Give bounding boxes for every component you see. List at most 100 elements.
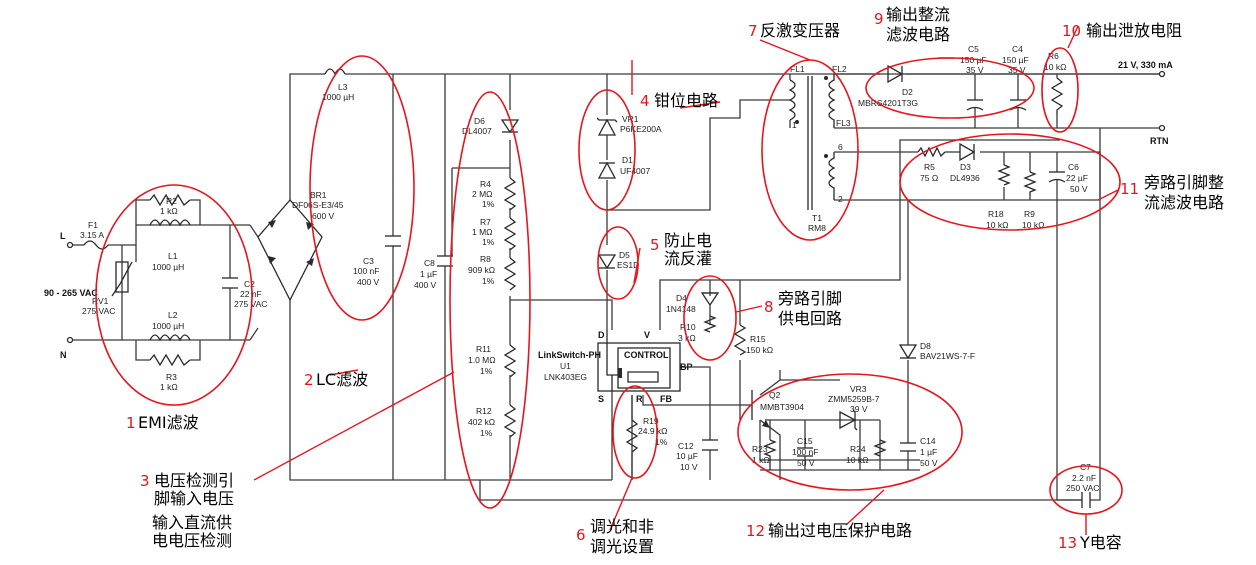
- label-r18-value: 10 kΩ: [986, 220, 1008, 230]
- annotation-3-extra2: 电电压检测: [152, 531, 232, 550]
- varistor-rv1: [111, 261, 133, 297]
- label-r24-ref: R24: [850, 444, 866, 454]
- label-rv1-ref: RV1: [92, 296, 109, 306]
- label-vr3-part: ZMM5259B-7: [828, 394, 880, 404]
- terminal-rtn: [1158, 124, 1166, 132]
- label-br1-voltage: 600 V: [312, 211, 335, 221]
- pin-r: R: [636, 394, 643, 404]
- oval-ovp: [737, 373, 963, 491]
- label-c8-voltage: 400 V: [414, 280, 437, 290]
- inductor-l2: [149, 334, 191, 342]
- label-t1-part: RM8: [808, 223, 826, 233]
- label-c12-ref: C12: [678, 441, 694, 451]
- label-r9-value: 10 kΩ: [1022, 220, 1044, 230]
- label-c5-value: 150 µF: [960, 55, 987, 65]
- annotation-3-extra1: 输入直流供: [152, 513, 232, 532]
- label-r15-value: 150 kΩ: [746, 345, 773, 355]
- pin-bp: BP: [680, 362, 693, 372]
- terminal-output-label: 21 V, 330 mA: [1118, 60, 1173, 70]
- label-d5-ref: D5: [619, 250, 630, 260]
- resistor-r8: [503, 257, 517, 291]
- ic-u1: [597, 330, 681, 392]
- oval-output-rectifier: [865, 57, 1035, 119]
- terminal-rtn-label: RTN: [1150, 136, 1169, 146]
- label-u1-part: LNK403EG: [544, 372, 587, 382]
- label-l3-value: 1000 µH: [322, 92, 354, 102]
- label-r19-tol: 1%: [655, 437, 668, 447]
- label-r6-value: 10 kΩ: [1044, 62, 1066, 72]
- annotation-4-number: 4: [640, 92, 650, 110]
- label-d6-ref: D6: [474, 116, 485, 126]
- label-t1-ref: T1: [812, 213, 822, 223]
- annotation-5-text: 防止电: [664, 231, 712, 250]
- oval-clamp: [578, 89, 636, 211]
- annotation-7-text: 反激变压器: [760, 21, 840, 40]
- label-l3-ref: L3: [338, 82, 348, 92]
- label-d6-part: DL4007: [462, 126, 492, 136]
- annotation-2-text: LC滤波: [316, 370, 368, 389]
- capacitor-c6: [1048, 171, 1066, 183]
- label-d1-part: UF4007: [620, 166, 651, 176]
- resistor-r4: [503, 177, 517, 211]
- label-r15-ref: R15: [750, 334, 766, 344]
- label-u1-ref: U1: [560, 361, 571, 371]
- label-c4-value: 150 µF: [1002, 55, 1029, 65]
- wiring: [72, 73, 1160, 501]
- pin-s: S: [598, 394, 604, 404]
- annotation-7-number: 7: [748, 22, 758, 40]
- resistor-r9: [997, 164, 1011, 186]
- label-d3-part: DL4936: [950, 173, 980, 183]
- capacitor-c5: [966, 99, 984, 111]
- label-r2-value: 1 kΩ: [160, 206, 178, 216]
- annotation-10-number: 10: [1062, 22, 1081, 40]
- terminal-l: [66, 241, 74, 249]
- annotation-12-text: 输出过电压保护电路: [768, 521, 912, 540]
- annotation-11-text2: 流滤波电路: [1144, 193, 1224, 212]
- annotation-9-text2: 滤波电路: [886, 25, 950, 44]
- label-f1-ref: F1: [88, 220, 98, 230]
- capacitor-c14: [900, 442, 916, 452]
- terminal-n-label: N: [60, 350, 67, 360]
- label-c15-value: 100 nF: [792, 447, 818, 457]
- label-r19-ref: R19: [643, 416, 659, 426]
- label-r7-ref: R7: [480, 217, 491, 227]
- label-r2-ref: R2: [166, 196, 177, 206]
- label-c14-voltage: 50 V: [920, 458, 938, 468]
- label-q2-part: MMBT3904: [760, 402, 804, 412]
- label-r19-value: 24.9 kΩ: [638, 426, 668, 436]
- annotation-ovals: [95, 47, 1123, 515]
- zener-vr3: [839, 409, 858, 431]
- transformer-t1: [788, 74, 836, 210]
- diode-d5: [597, 254, 617, 270]
- resistor-r6: [1050, 77, 1064, 115]
- label-u1-control: CONTROL: [624, 350, 669, 360]
- label-r18-ref: R18: [988, 209, 1004, 219]
- oval-bypass-rectifier: [899, 133, 1121, 231]
- annotation-8-number: 8: [764, 298, 774, 316]
- terminal-output: [1158, 70, 1166, 78]
- resistor-r7: [503, 217, 517, 251]
- pin-v: V: [644, 330, 650, 340]
- fuse-f1: [83, 240, 109, 250]
- resistor-r18: [1023, 171, 1037, 196]
- label-c4-ref: C4: [1012, 44, 1023, 54]
- label-c14-value: 1 µF: [920, 447, 937, 457]
- oval-bypass-supply: [683, 275, 737, 361]
- annotation-13-number: 13: [1058, 534, 1077, 552]
- label-d8-ref: D8: [920, 341, 931, 351]
- label-rv1-value: 275 VAC: [82, 306, 115, 316]
- capacitor-c15: [797, 447, 813, 457]
- label-r4-ref: R4: [480, 179, 491, 189]
- resistor-r23: [763, 439, 777, 470]
- label-r12-tol: 1%: [480, 428, 493, 438]
- pin-fl2: FL2: [832, 64, 847, 74]
- label-c6-value: 22 µF: [1066, 173, 1088, 183]
- label-c6-ref: C6: [1068, 162, 1079, 172]
- tvs-diode-vr1: [596, 117, 618, 160]
- annotation-5-number: 5: [650, 236, 660, 254]
- resistor-r5: [917, 146, 946, 158]
- label-r7-tol: 1%: [482, 237, 495, 247]
- label-r10-ref: R10: [680, 322, 696, 332]
- annotation-8-text: 旁路引脚: [778, 289, 842, 308]
